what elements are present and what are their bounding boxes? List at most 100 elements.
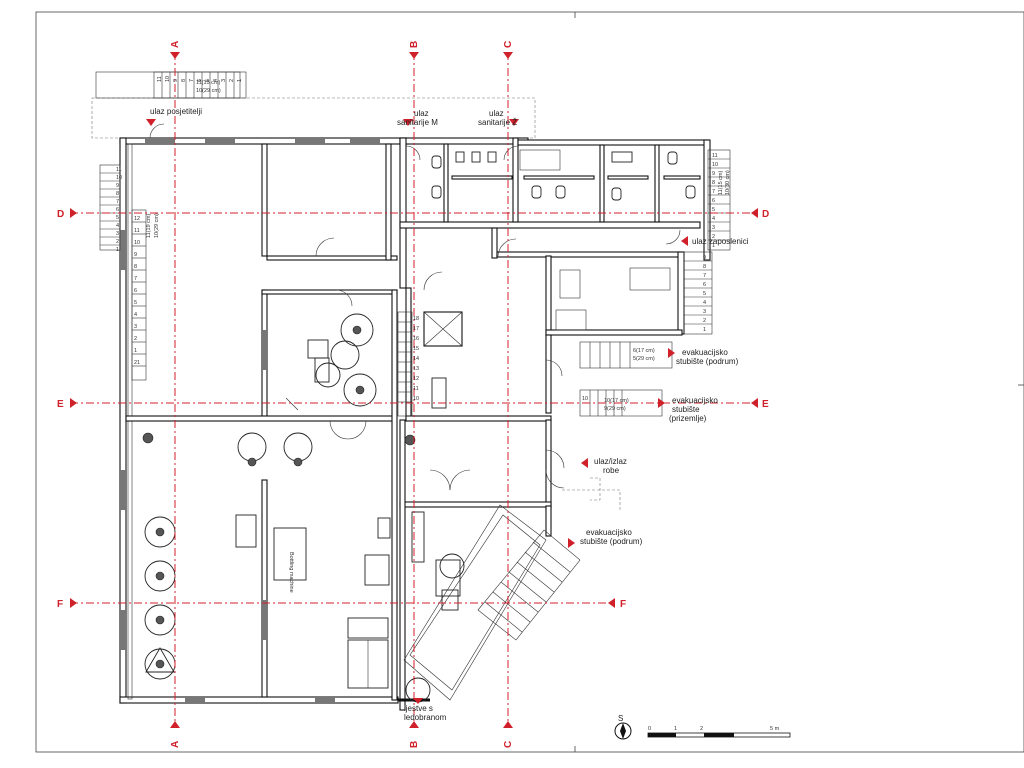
stair-il-step-0: 12: [134, 216, 140, 222]
stair-rt-step-7: 4: [712, 216, 715, 222]
axis-marker-e-right: E: [751, 398, 769, 410]
axis-label-c-bottom: C: [503, 741, 514, 748]
axis-marker-b-bottom: B: [409, 721, 420, 748]
stair-c-step-1: 17: [413, 326, 419, 332]
stair-rm-step-1: 8: [703, 264, 706, 270]
stair-rt-step-9: 2: [712, 234, 715, 240]
axis-marker-f-right: F: [608, 598, 626, 610]
north-label: S: [618, 714, 623, 723]
stair-rm-step-4: 5: [703, 291, 706, 297]
ice-chute-label: ljestve s ledobranom: [404, 698, 447, 722]
entrance-staff: ulaz zaposlenici: [681, 236, 749, 246]
stair-il-step-3: 9: [134, 252, 137, 258]
stair-l-step-9: 2: [116, 239, 119, 245]
axis-marker-c-bottom: C: [503, 721, 514, 748]
stair-tl-step-9: 2: [229, 79, 235, 82]
stair-tl-step-0: 11: [157, 76, 163, 82]
stair-c-step-2: 16: [413, 336, 419, 342]
stair-rt-step-5: 6: [712, 198, 715, 204]
building-walls: [91, 71, 711, 711]
staff-entrance-label: ulaz zaposlenici: [692, 237, 749, 246]
sanitary-m-line2: sanitarije M: [397, 118, 438, 127]
stair-note-rt-1: 11(15 cm): [718, 170, 724, 195]
stair-rt-step-3: 8: [712, 180, 715, 186]
axis-marker-c-top: C: [503, 41, 514, 59]
evac-2-note-1: 10(17 cm): [604, 398, 629, 404]
stairs-center: [397, 311, 413, 417]
stair-rm-step-6: 3: [703, 309, 706, 315]
stair-il-step-8: 4: [134, 312, 137, 318]
axis-label-e-left: E: [57, 399, 64, 410]
stair-l-step-10: 1: [116, 247, 119, 253]
stair-tl-step-10: 1: [237, 79, 243, 82]
stair-il-step-2: 10: [134, 240, 140, 246]
evac-stair-1: 6(17 cm) 5(29 cm): [579, 341, 673, 369]
drawing-frame: [35, 11, 1024, 753]
evac-b1-line1: evakuacijsko: [682, 348, 728, 357]
stair-l-step-6: 5: [116, 215, 119, 221]
stair-c-step-4: 14: [413, 356, 419, 362]
brewing-equipment: Bottling machine: [142, 313, 465, 703]
stair-rt-step-2: 9: [712, 171, 715, 177]
stair-tl-step-7: 4: [213, 79, 219, 82]
stair-tl-step-5: 6: [197, 79, 203, 82]
scale-bar: 0 1 2 5 m: [647, 726, 791, 738]
entrance-sanitary-z: ulaz sanitarije Ž: [478, 109, 519, 127]
axis-label-d-left: D: [57, 209, 64, 220]
entrance-visitors: ulaz posjetitelji: [146, 107, 202, 126]
stair-rt-step-6: 5: [712, 207, 715, 213]
axis-label-d-right: D: [762, 209, 769, 220]
evac-g-line2: stubište: [672, 405, 700, 414]
stair-il-step-9: 3: [134, 324, 137, 330]
stairs-left: 11(19 cm) 10(29 cm): [99, 164, 160, 381]
stairs-top-left: 11(15 cm) 10(29 cm): [153, 71, 241, 99]
stair-rt-step-8: 3: [712, 225, 715, 231]
axis-marker-a-top: A: [170, 41, 181, 59]
stairs-right-mid: [683, 251, 713, 335]
stair-rt-step-10: 1: [712, 243, 715, 249]
stair-tl-step-4: 7: [189, 79, 195, 82]
stair-l-step-2: 9: [116, 183, 119, 189]
goods-label: ulaz/izlaz robe: [562, 457, 627, 510]
stair-il-step-5: 7: [134, 276, 137, 282]
ice-chute-line2: ledobranom: [404, 713, 447, 722]
stair-rm-step-3: 6: [703, 282, 706, 288]
evac-g-line3: (prizemlje): [669, 414, 707, 423]
stair-c-step-3: 15: [413, 346, 419, 352]
stairs-right-top: 11(15 cm) 10(30 cm): [707, 149, 731, 251]
stair-il-step-4: 8: [134, 264, 137, 270]
stair-l-step-7: 4: [116, 223, 119, 229]
stair-l-step-8: 3: [116, 231, 119, 237]
stair-il-step-7: 5: [134, 300, 137, 306]
sanitary-m-line1: ulaz: [414, 109, 429, 118]
ice-chute-line1: ljestve s: [404, 704, 433, 713]
axis-marker-d-right: D: [751, 208, 769, 220]
axis-marker-e-left: E: [57, 398, 77, 410]
stair-c-step-8: 10: [413, 396, 419, 402]
scale-tick-5: 5 m: [770, 726, 780, 732]
evac-ground-label: evakuacijsko stubište (prizemlje): [658, 396, 718, 423]
stair-c-step-7: 11: [413, 386, 419, 392]
stair-note-2: 10(29 cm): [196, 88, 221, 94]
stair-rt-step-4: 7: [712, 189, 715, 195]
stair-il-step-6: 6: [134, 288, 137, 294]
stair-l-step-4: 7: [116, 199, 119, 205]
axis-label-f-right: F: [620, 599, 626, 610]
axis-label-c-top: C: [503, 41, 514, 48]
stair-rm-step-0: 9: [703, 255, 706, 261]
stair-rm-step-7: 2: [703, 318, 706, 324]
axis-marker-f-left: F: [57, 598, 77, 610]
stair-l-step-3: 8: [116, 191, 119, 197]
scale-tick-1: 1: [674, 726, 677, 732]
evac-basement-1-label: evakuacijsko stubište (podrum): [668, 348, 739, 366]
sanitary-fixtures: [431, 149, 696, 331]
stair-c-step-5: 13: [413, 366, 419, 372]
goods-line2: robe: [603, 466, 620, 475]
axis-grid: [70, 52, 758, 728]
evac-1-note-1: 6(17 cm): [633, 348, 655, 354]
stair-c-step-6: 12: [413, 376, 419, 382]
diagonal-evac-stair: [477, 529, 581, 641]
evac-2-note-2: 9(29 cm): [604, 406, 626, 412]
stair-tl-step-3: 8: [181, 79, 187, 82]
axis-marker-a-bottom: A: [170, 721, 181, 748]
